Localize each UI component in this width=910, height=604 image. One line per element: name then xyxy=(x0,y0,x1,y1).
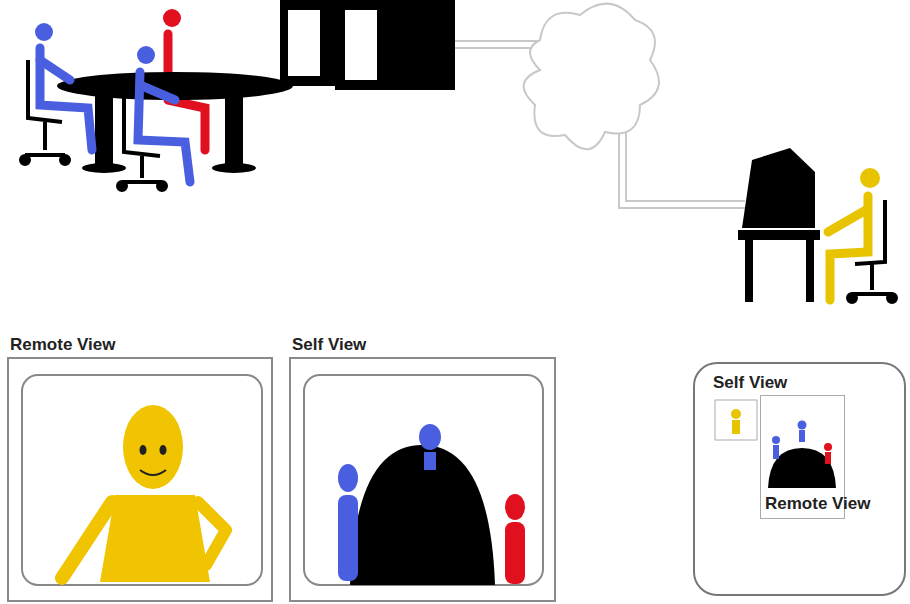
mini-meeting-view xyxy=(768,421,836,489)
room-monitors xyxy=(280,0,455,90)
office-chair xyxy=(118,90,166,190)
screen-frame xyxy=(304,375,543,585)
view-label: Self View xyxy=(292,335,366,355)
blue-person xyxy=(137,46,190,182)
desktop-computer xyxy=(738,148,820,302)
screen-frame xyxy=(22,375,262,585)
network-cloud xyxy=(524,4,659,150)
office-chair xyxy=(848,200,896,302)
view-panel: Self ViewRemote View xyxy=(693,362,906,596)
view-panel: Self View xyxy=(289,357,556,602)
view-label: Remote View xyxy=(10,335,116,355)
table-top xyxy=(57,72,293,100)
view-panel: Remote View xyxy=(7,357,273,602)
office-chair xyxy=(21,60,69,164)
view-label: Remote View xyxy=(765,494,871,514)
yellow-face-figure xyxy=(62,405,226,582)
meeting-room-view xyxy=(338,424,525,585)
view-panel: Remote View xyxy=(760,395,845,519)
self-view-thumbnail xyxy=(715,400,757,440)
view-label: Self View xyxy=(713,373,787,393)
meeting-table xyxy=(82,92,256,173)
